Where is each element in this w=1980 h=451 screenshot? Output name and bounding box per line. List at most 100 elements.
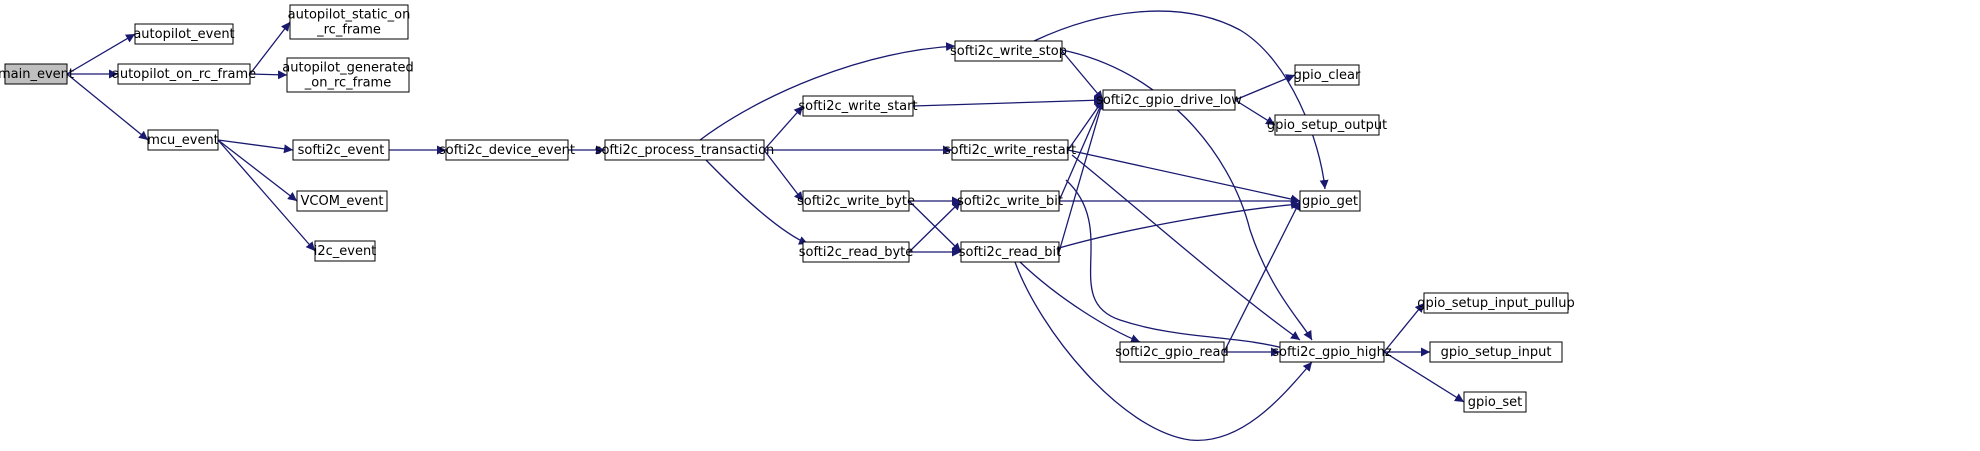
node-box [286, 57, 410, 93]
nodes: main_event autopilot_event autopilot_on_rc… [0, 4, 1575, 413]
node-box [147, 129, 219, 151]
node-softi2c_gpio_highz[interactable]: softi2c_gpio_highz [1272, 341, 1392, 363]
node-label: gpio_setup_output [1267, 118, 1387, 133]
node-gpio_setup_input_pullup[interactable]: gpio_setup_input_pullup [1417, 292, 1575, 314]
node-label: i2c_event [314, 244, 377, 259]
node-gpio_clear[interactable]: gpio_clear [1294, 64, 1361, 86]
node-autopilot_static_on_rc_frame[interactable]: autopilot_static_on_rc_frame [288, 4, 411, 40]
node-softi2c_read_bit[interactable]: softi2c_read_bit [959, 241, 1061, 263]
edge-autopilot_on_rc_frame-to-autopilot_generated_on_rc_frame [249, 70, 288, 80]
node-box [951, 139, 1069, 161]
node-box [445, 139, 569, 161]
node-box [117, 63, 251, 85]
node-softi2c_read_byte[interactable]: softi2c_read_byte [799, 241, 914, 263]
node-main_event[interactable]: main_event [0, 63, 74, 85]
node-gpio_setup_output[interactable]: gpio_setup_output [1267, 114, 1387, 136]
node-label: _on_rc_frame [304, 76, 391, 91]
node-autopilot_on_rc_frame[interactable]: autopilot_on_rc_frame [112, 63, 256, 85]
edge-softi2c_process_transaction-to-softi2c_write_byte [763, 149, 804, 202]
node-softi2c_gpio_drive_low[interactable]: softi2c_gpio_drive_low [1096, 89, 1242, 111]
edge-softi2c_write_stop-to-softi2c_gpio_drive_low [1061, 50, 1104, 101]
node-box [1119, 341, 1225, 363]
node-softi2c_write_stop[interactable]: softi2c_write_stop [950, 40, 1067, 62]
edge-softi2c_write_bit-to-softi2c_gpio_highz [1065, 179, 1291, 352]
node-label: softi2c_gpio_highz [1272, 345, 1392, 360]
edge-softi2c_read_bit-to-softi2c_gpio_drive_low [1058, 99, 1105, 253]
node-box [802, 241, 910, 263]
node-label: autopilot_on_rc_frame [112, 67, 256, 82]
node-box [954, 40, 1063, 62]
node-box [296, 190, 388, 212]
node-label: softi2c_gpio_read [1115, 345, 1229, 360]
edge-mcu_event-to-VCOM_event [217, 139, 298, 202]
node-softi2c_process_transaction[interactable]: softi2c_process_transaction [595, 139, 775, 161]
node-box [292, 139, 390, 161]
node-softi2c_event[interactable]: softi2c_event [292, 139, 390, 161]
edge-main_event-to-autopilot_event [66, 33, 136, 75]
node-label: _rc_frame [316, 23, 381, 38]
node-box [1423, 292, 1569, 314]
node-box [1279, 341, 1385, 363]
node-label: softi2c_write_byte [797, 194, 915, 209]
edge-softi2c_read_bit-to-softi2c_gpio_read [1019, 261, 1141, 343]
node-box [1274, 114, 1380, 136]
edges [66, 10, 1465, 441]
node-label: softi2c_write_stop [950, 44, 1067, 59]
node-softi2c_write_byte[interactable]: softi2c_write_byte [797, 190, 915, 212]
edge-softi2c_write_restart-to-gpio_get [1067, 149, 1301, 204]
node-box [314, 240, 376, 262]
node-gpio_setup_input[interactable]: gpio_setup_input [1429, 341, 1563, 363]
node-label: gpio_setup_input [1441, 345, 1552, 360]
node-VCOM_event[interactable]: VCOM_event [296, 190, 388, 212]
node-softi2c_write_bit[interactable]: softi2c_write_bit [957, 190, 1063, 212]
edge-softi2c_write_restart-to-softi2c_gpio_highz [1071, 154, 1301, 341]
node-softi2c_device_event[interactable]: softi2c_device_event [439, 139, 575, 161]
edge-softi2c_read_bit-to-gpio_get [1058, 200, 1301, 249]
node-autopilot_event[interactable]: autopilot_event [133, 23, 235, 45]
node-mcu_event[interactable]: mcu_event [147, 129, 219, 151]
node-label: gpio_set [1468, 395, 1522, 410]
edge-softi2c_gpio_drive_low-to-gpio_setup_output [1234, 99, 1276, 126]
edge-softi2c_gpio_highz-to-gpio_setup_input_pullup [1383, 302, 1425, 353]
node-label: softi2c_event [298, 143, 385, 158]
node-label: gpio_get [1302, 194, 1358, 209]
edge-softi2c_gpio_read-to-gpio_get [1223, 200, 1301, 353]
node-label: softi2c_read_byte [799, 245, 914, 260]
edge-main_event-to-mcu_event [66, 73, 149, 141]
node-box [960, 241, 1060, 263]
node-box [604, 139, 765, 161]
node-gpio_set[interactable]: gpio_set [1463, 391, 1527, 413]
node-label: gpio_setup_input_pullup [1417, 296, 1575, 311]
node-label: autopilot_generated [282, 61, 413, 76]
edge-softi2c_process_transaction-to-softi2c_write_stop [699, 42, 956, 141]
node-box [4, 63, 68, 85]
edge-softi2c_write_stop-to-softi2c_gpio_highz [1061, 49, 1313, 341]
node-softi2c_gpio_read[interactable]: softi2c_gpio_read [1115, 341, 1229, 363]
node-box [1294, 64, 1360, 86]
node-label: softi2c_write_restart [944, 143, 1076, 158]
node-softi2c_write_restart[interactable]: softi2c_write_restart [944, 139, 1076, 161]
edge-softi2c_gpio_drive_low-to-gpio_clear [1234, 74, 1296, 101]
node-label: main_event [0, 67, 74, 82]
edge-softi2c_read_byte-to-softi2c_write_bit [908, 200, 962, 253]
node-label: softi2c_write_start [798, 99, 917, 114]
node-label: mcu_event [147, 133, 219, 148]
node-label: softi2c_read_bit [959, 245, 1061, 260]
node-box [289, 4, 409, 40]
node-gpio_get[interactable]: gpio_get [1299, 190, 1361, 212]
node-i2c_event[interactable]: i2c_event [314, 240, 377, 262]
node-label: autopilot_event [133, 27, 234, 42]
node-softi2c_write_start[interactable]: softi2c_write_start [798, 95, 918, 117]
node-label: softi2c_write_bit [957, 194, 1063, 209]
node-label: VCOM_event [301, 194, 384, 209]
node-box [1429, 341, 1563, 363]
edge-softi2c_read_bit-to-softi2c_gpio_highz [1014, 261, 1313, 441]
node-box [960, 190, 1060, 212]
edge-mcu_event-to-softi2c_event [217, 139, 294, 154]
node-autopilot_generated_on_rc_frame[interactable]: autopilot_generated_on_rc_frame [282, 57, 414, 93]
node-label: softi2c_device_event [439, 143, 575, 158]
node-box [1463, 391, 1527, 413]
node-box [802, 190, 910, 212]
edge-softi2c_process_transaction-to-softi2c_write_start [763, 105, 804, 151]
